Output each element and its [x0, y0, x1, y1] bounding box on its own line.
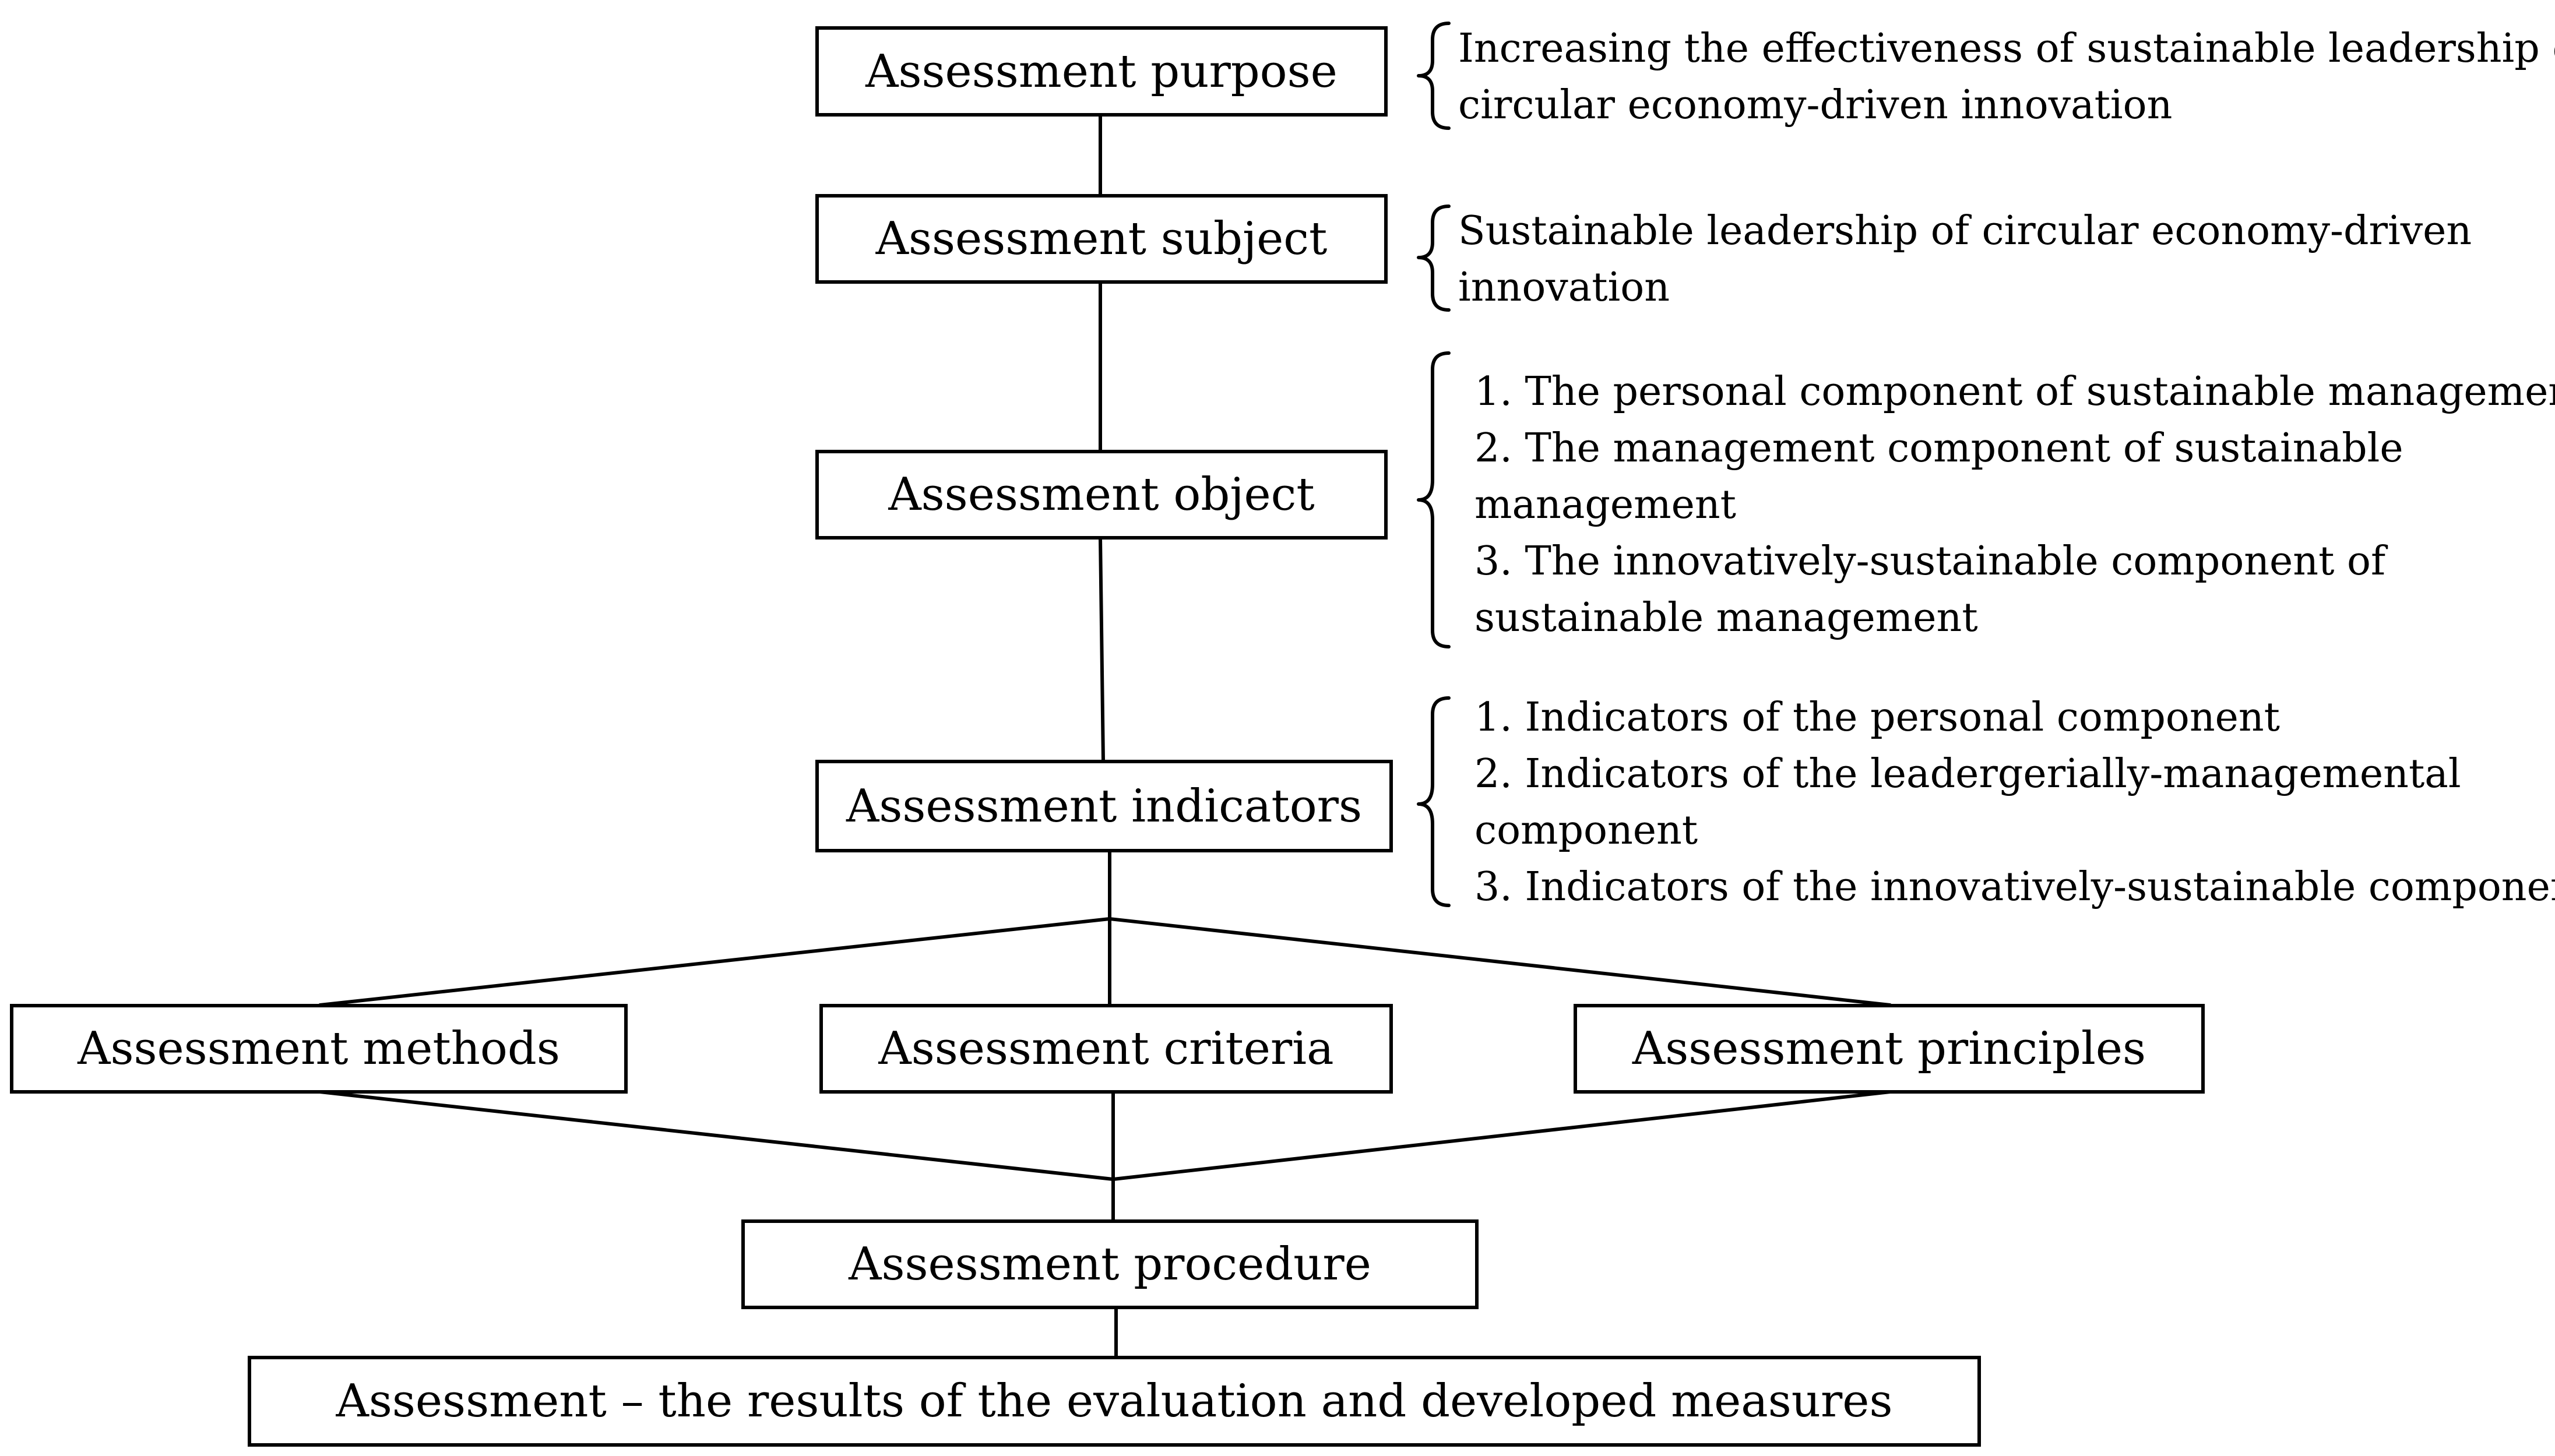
purpose-note-line-2: circular economy-driven innovation: [1458, 82, 2173, 128]
assessment-procedure-box: Assessment procedure: [741, 1219, 1479, 1309]
assessment-subject-box: Assessment subject: [815, 194, 1388, 284]
indicators-note-line-1: 1. Indicators of the personal component: [1474, 694, 2280, 741]
brace-subject: [1417, 205, 1451, 312]
subject-note-line-2: innovation: [1458, 265, 1670, 311]
assessment-criteria-box: Assessment criteria: [819, 1004, 1393, 1094]
brace-indicators: [1417, 696, 1451, 907]
object-note: 1. The personal component of sustainable…: [1474, 364, 2555, 646]
connector-hub-methods: [318, 917, 1111, 1007]
subject-note-line-1: Sustainable leadership of circular econo…: [1458, 208, 2472, 254]
assessment-object-box: Assessment object: [815, 450, 1388, 540]
connector-hub-principles: [1108, 917, 1892, 1007]
purpose-note: Increasing the effectiveness of sustaina…: [1458, 20, 2555, 133]
indicators-note-line-3: component: [1474, 808, 1698, 854]
connector-object-indicators: [1099, 536, 1105, 763]
indicators-note-line-4: 3. Indicators of the innovatively-sustai…: [1474, 864, 2555, 910]
assessment-purpose-box: Assessment purpose: [815, 26, 1388, 117]
object-note-line-5: sustainable management: [1474, 595, 1978, 641]
connector-methods-merge: [318, 1090, 1115, 1181]
assessment-indicators-box: Assessment indicators: [815, 760, 1393, 852]
object-note-line-1: 1. The personal component of sustainable…: [1474, 369, 2555, 415]
brace-purpose: [1417, 22, 1451, 130]
assessment-methods-box: Assessment methods: [10, 1004, 628, 1094]
connector-principles-merge: [1111, 1090, 1892, 1181]
assessment-result-box: Assessment – the results of the evaluati…: [248, 1356, 1981, 1447]
assessment-principles-box: Assessment principles: [1574, 1004, 2205, 1094]
indicators-note-line-2: 2. Indicators of the leadergerially-mana…: [1474, 751, 2461, 797]
object-note-line-3: management: [1474, 482, 1736, 528]
indicators-note: 1. Indicators of the personal component …: [1474, 689, 2555, 915]
object-note-line-2: 2. The management component of sustainab…: [1474, 425, 2403, 471]
object-note-line-4: 3. The innovatively-sustainable componen…: [1474, 538, 2386, 584]
subject-note: Sustainable leadership of circular econo…: [1458, 203, 2472, 316]
purpose-note-line-1: Increasing the effectiveness of sustaina…: [1458, 26, 2555, 72]
brace-object: [1417, 351, 1451, 648]
